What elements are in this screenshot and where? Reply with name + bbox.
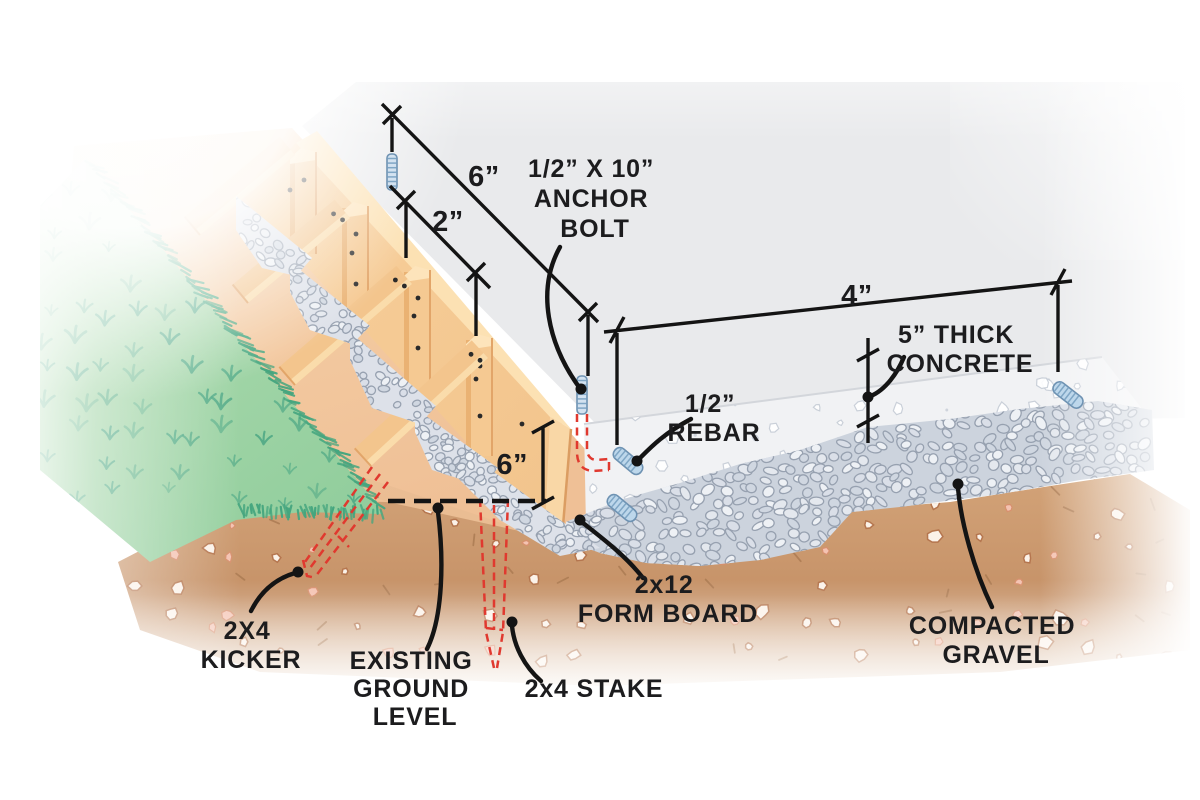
dimension-slab-width xyxy=(603,268,1073,445)
buried-kicker-outline xyxy=(301,466,389,580)
dim-label-stake-offset: 2” xyxy=(432,206,464,238)
labels-layer: 6” 2” 4” 6” 1/2” X 10” ANCHOR BOLT 5” TH… xyxy=(201,155,1083,731)
label-anchor-bolt: 1/2” X 10” ANCHOR BOLT xyxy=(528,155,662,243)
dim-label-form-exposure: 6” xyxy=(496,449,528,481)
dimension-concrete-thickness xyxy=(856,338,907,443)
leader-compacted-gravel xyxy=(952,478,995,610)
label-form-board: 2x12 FORM BOARD xyxy=(578,571,758,628)
leader-stake xyxy=(506,616,544,684)
label-rebar: 1/2” REBAR xyxy=(668,390,761,447)
dim-label-slab-width: 4” xyxy=(841,280,873,312)
label-thick-concrete: 5” THICK CONCRETE xyxy=(887,321,1034,378)
label-kicker: 2X4 KICKER xyxy=(201,617,302,674)
label-compacted-gravel: COMPACTED GRAVEL xyxy=(909,612,1083,669)
anchor-bolt-icon xyxy=(386,153,398,191)
dim-label-bolt-spacing: 6” xyxy=(468,161,500,193)
rebar-icon xyxy=(1052,381,1084,409)
leader-lines xyxy=(248,244,995,684)
anchor-bolt-icon xyxy=(576,375,588,415)
leader-kicker xyxy=(248,566,304,614)
anchor-bolt-hook-outline xyxy=(575,414,611,473)
label-stake: 2x4 STAKE xyxy=(525,675,664,703)
leader-anchor-bolt xyxy=(545,244,587,395)
rebar-icon xyxy=(612,446,644,476)
leader-form-board xyxy=(574,514,646,581)
leader-rebar xyxy=(631,416,694,467)
dimension-form-exposure xyxy=(531,419,555,511)
hidden-outlines xyxy=(301,414,611,669)
dimension-anchor-bolt-spacing xyxy=(380,102,600,376)
leader-ground-level xyxy=(424,502,444,652)
dimension-stake-offset xyxy=(388,184,492,336)
rebar-icon xyxy=(606,493,638,523)
label-existing-ground-level: EXISTING GROUND LEVEL xyxy=(350,647,481,731)
